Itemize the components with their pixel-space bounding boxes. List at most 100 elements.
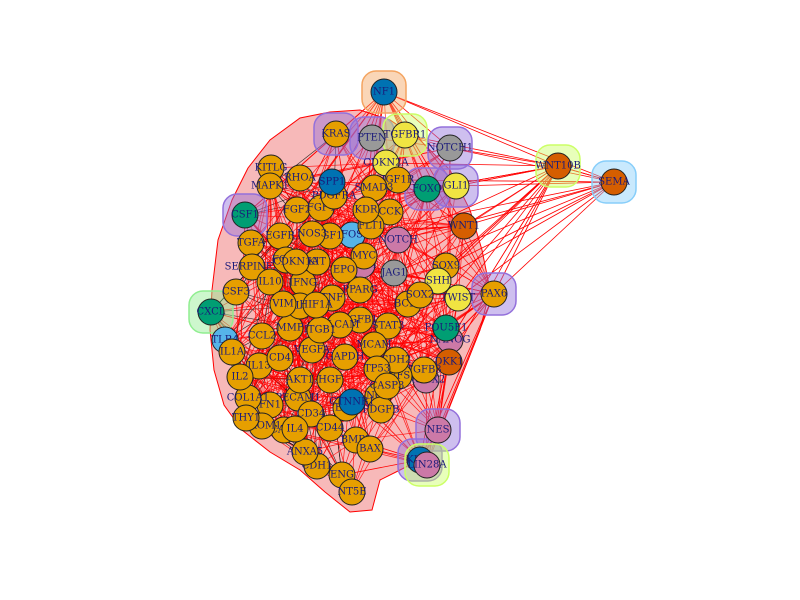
node-pou5f1[interactable]: POU5F1 <box>424 314 468 342</box>
node-csf3[interactable]: CSF3 <box>222 278 250 306</box>
node-stat3[interactable]: STAT3 <box>372 312 405 340</box>
node-lin28a[interactable]: LIN28A <box>407 451 447 479</box>
node-label: MAPK1 <box>251 181 289 192</box>
edge-wnt10b-nanog <box>449 165 559 341</box>
edge-sema-wnt1 <box>463 181 615 227</box>
node-serpine1[interactable]: SERPINE1 <box>225 253 280 281</box>
edge-pax6-nes <box>437 293 495 431</box>
node-circle <box>450 212 478 240</box>
node-il4[interactable]: IL4 <box>281 415 309 443</box>
node-nf1[interactable]: NF1 <box>370 78 398 106</box>
node-vim[interactable]: VIM <box>269 290 297 318</box>
node-nos3[interactable]: NOS3 <box>297 220 327 248</box>
node-nt5e[interactable]: NT5E <box>337 478 367 506</box>
node-myc[interactable]: MYC <box>350 242 378 270</box>
node-rhoa[interactable]: RHOA <box>284 164 317 192</box>
node-circle <box>424 416 452 444</box>
edge-sema-pax6 <box>493 181 615 295</box>
node-bax[interactable]: BAX <box>356 435 384 463</box>
node-pparg[interactable]: PPARG <box>342 276 378 304</box>
node-circle <box>281 415 309 443</box>
node-label: CDKN2A <box>363 158 409 169</box>
node-csf1[interactable]: CSF1 <box>231 201 259 229</box>
node-tgfa[interactable]: TGFA <box>237 229 266 257</box>
node-circle <box>358 124 386 152</box>
node-twist[interactable]: TWIST <box>441 284 476 312</box>
edge-sema-shh <box>437 181 615 282</box>
node-label: FOS <box>341 230 363 241</box>
node-sema[interactable]: SEMA <box>598 168 631 196</box>
node-label: FGF2 <box>283 205 311 216</box>
node-ccl2[interactable]: CCL2 <box>248 322 276 350</box>
node-cdkn1a[interactable]: CDKN1A <box>273 248 320 276</box>
node-pten[interactable]: PTEN <box>357 124 387 152</box>
node-pax6[interactable]: PAX6 <box>480 280 508 308</box>
node-jag1[interactable]: JAG1 <box>380 259 408 287</box>
node-label: HGF <box>318 375 342 386</box>
node-label: SMAD3 <box>355 183 394 194</box>
node-label: KRAS <box>321 129 350 140</box>
node-hgf[interactable]: HGF <box>316 366 344 394</box>
node-dkk1[interactable]: DKK1 <box>434 348 464 376</box>
node-cd4[interactable]: CD4 <box>266 344 294 372</box>
node-circle <box>302 291 330 319</box>
node-wnt1[interactable]: WNT1 <box>448 212 480 240</box>
node-kdr[interactable]: KDR <box>352 196 380 224</box>
edge-sema-jag1 <box>393 181 615 274</box>
node-ctnnb1[interactable]: CTNNB1 <box>329 388 375 416</box>
node-egfr[interactable]: EGFR <box>265 222 295 250</box>
node-casp3[interactable]: CASP3 <box>370 372 405 400</box>
node-wnt10b[interactable]: WNT10B <box>535 152 581 180</box>
node-circle <box>544 152 572 180</box>
node-label: NOTCH <box>378 235 418 246</box>
edge <box>423 225 465 371</box>
node-label: FN1 <box>259 400 281 411</box>
node-label: SERPINE1 <box>225 262 280 273</box>
node-spp1[interactable]: SPP1 <box>318 168 346 196</box>
node-gli1[interactable]: GLI1 <box>442 172 470 200</box>
node-epo[interactable]: EPO <box>330 256 358 284</box>
node-label: CCK <box>379 207 402 218</box>
node-circle <box>391 121 419 149</box>
edge <box>387 188 428 327</box>
node-foxo[interactable]: FOXO <box>412 175 442 203</box>
node-sox2[interactable]: SOX2 <box>406 281 434 309</box>
edge <box>329 91 385 237</box>
node-mapk1[interactable]: MAPK1 <box>251 172 289 200</box>
node-gapdh[interactable]: GAPDH <box>326 343 365 371</box>
node-anxa5[interactable]: ANXA5 <box>286 438 323 466</box>
node-thy1[interactable]: THY1 <box>232 404 260 432</box>
node-label: NOTCH1 <box>427 143 473 154</box>
node-circle <box>356 435 384 463</box>
node-smad3[interactable]: SMAD3 <box>355 174 394 202</box>
node-nes[interactable]: NES <box>424 416 452 444</box>
node-label: TWIST <box>441 293 476 304</box>
node-il10[interactable]: IL10 <box>256 268 284 296</box>
node-cxcl[interactable]: CXCL <box>197 298 226 326</box>
node-label: IL1A <box>220 347 245 358</box>
node-label: IL10 <box>258 277 281 288</box>
node-kras[interactable]: KRAS <box>321 120 351 148</box>
node-il1a[interactable]: IL1A <box>218 338 246 366</box>
node-label: IGF1R <box>382 175 415 186</box>
node-hif1a[interactable]: HIF1A <box>299 291 333 319</box>
node-shh[interactable]: SHH <box>424 267 452 295</box>
node-label: IL2 <box>232 372 249 383</box>
node-tgfbr1[interactable]: TGFBR1 <box>384 121 427 149</box>
node-igf1r[interactable]: IGF1R <box>382 166 415 194</box>
node-akt1[interactable]: AKT1 <box>285 366 314 394</box>
node-notch1[interactable]: NOTCH1 <box>427 134 473 162</box>
node-il2[interactable]: IL2 <box>226 363 254 391</box>
node-label: VIM <box>271 299 293 310</box>
edge-sema-twist <box>457 181 615 299</box>
edge-wnt10b-tgfbr1 <box>404 134 559 167</box>
node-label: ITGB1 <box>304 325 336 336</box>
node-label: PDGFRA <box>312 191 357 202</box>
node-circle <box>380 259 408 287</box>
node-notch[interactable]: NOTCH <box>378 226 418 254</box>
edge-wnt10b-notch1 <box>449 147 559 167</box>
node-tgfb3[interactable]: TGFB3 <box>406 356 442 384</box>
node-label: HIF1A <box>299 300 333 311</box>
node-cd44[interactable]: CD44 <box>316 414 344 442</box>
